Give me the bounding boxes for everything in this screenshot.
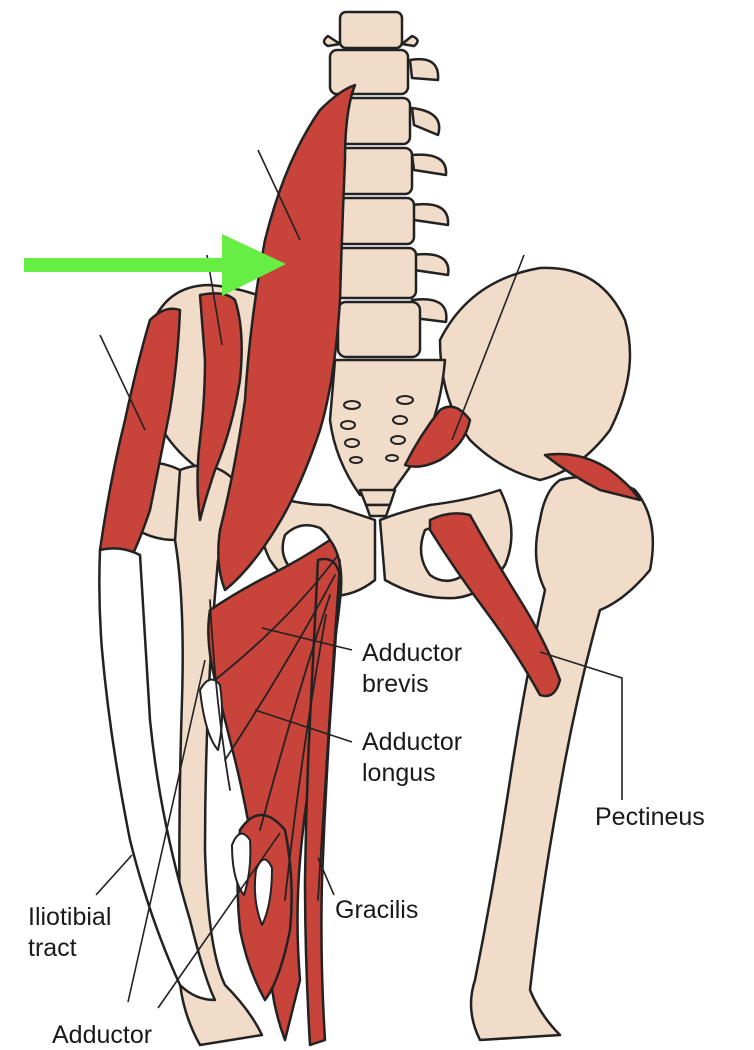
label-gracilis: Gracilis [335, 896, 419, 924]
label-adductor-longus-line-1: Adductor [362, 728, 463, 756]
label-adductor-longus-line-2: longus [362, 759, 436, 787]
green-arrow-icon [24, 234, 286, 296]
label-pectineus: Pectineus [595, 803, 705, 831]
right-iliacus-muscle [403, 405, 472, 468]
sacral-foramina [340, 395, 414, 464]
label-adductor-longus: Adductor longus [362, 727, 462, 789]
leader-lines [95, 149, 623, 1009]
label-iliotibial-tract: Iliotibial tract [28, 902, 111, 964]
label-adductor-magnus: Adductor [52, 1021, 153, 1049]
tensor-fasciae-latae-muscle [98, 307, 182, 563]
label-adductor-brevis: Adductor brevis [362, 638, 462, 700]
label-iliotibial-tract-line-1: Iliotibial [28, 903, 112, 931]
label-adductor-brevis-line-2: brevis [362, 670, 429, 698]
lumbar-spine [322, 10, 450, 359]
pectineus-muscle [428, 512, 562, 698]
iliotibial-tract [98, 547, 217, 1002]
label-adductor-brevis-line-1: Adductor [362, 639, 463, 667]
label-iliotibial-tract-line-2: tract [28, 934, 77, 962]
iliacus-muscle [196, 292, 243, 522]
psoas-major-muscle [217, 83, 357, 592]
